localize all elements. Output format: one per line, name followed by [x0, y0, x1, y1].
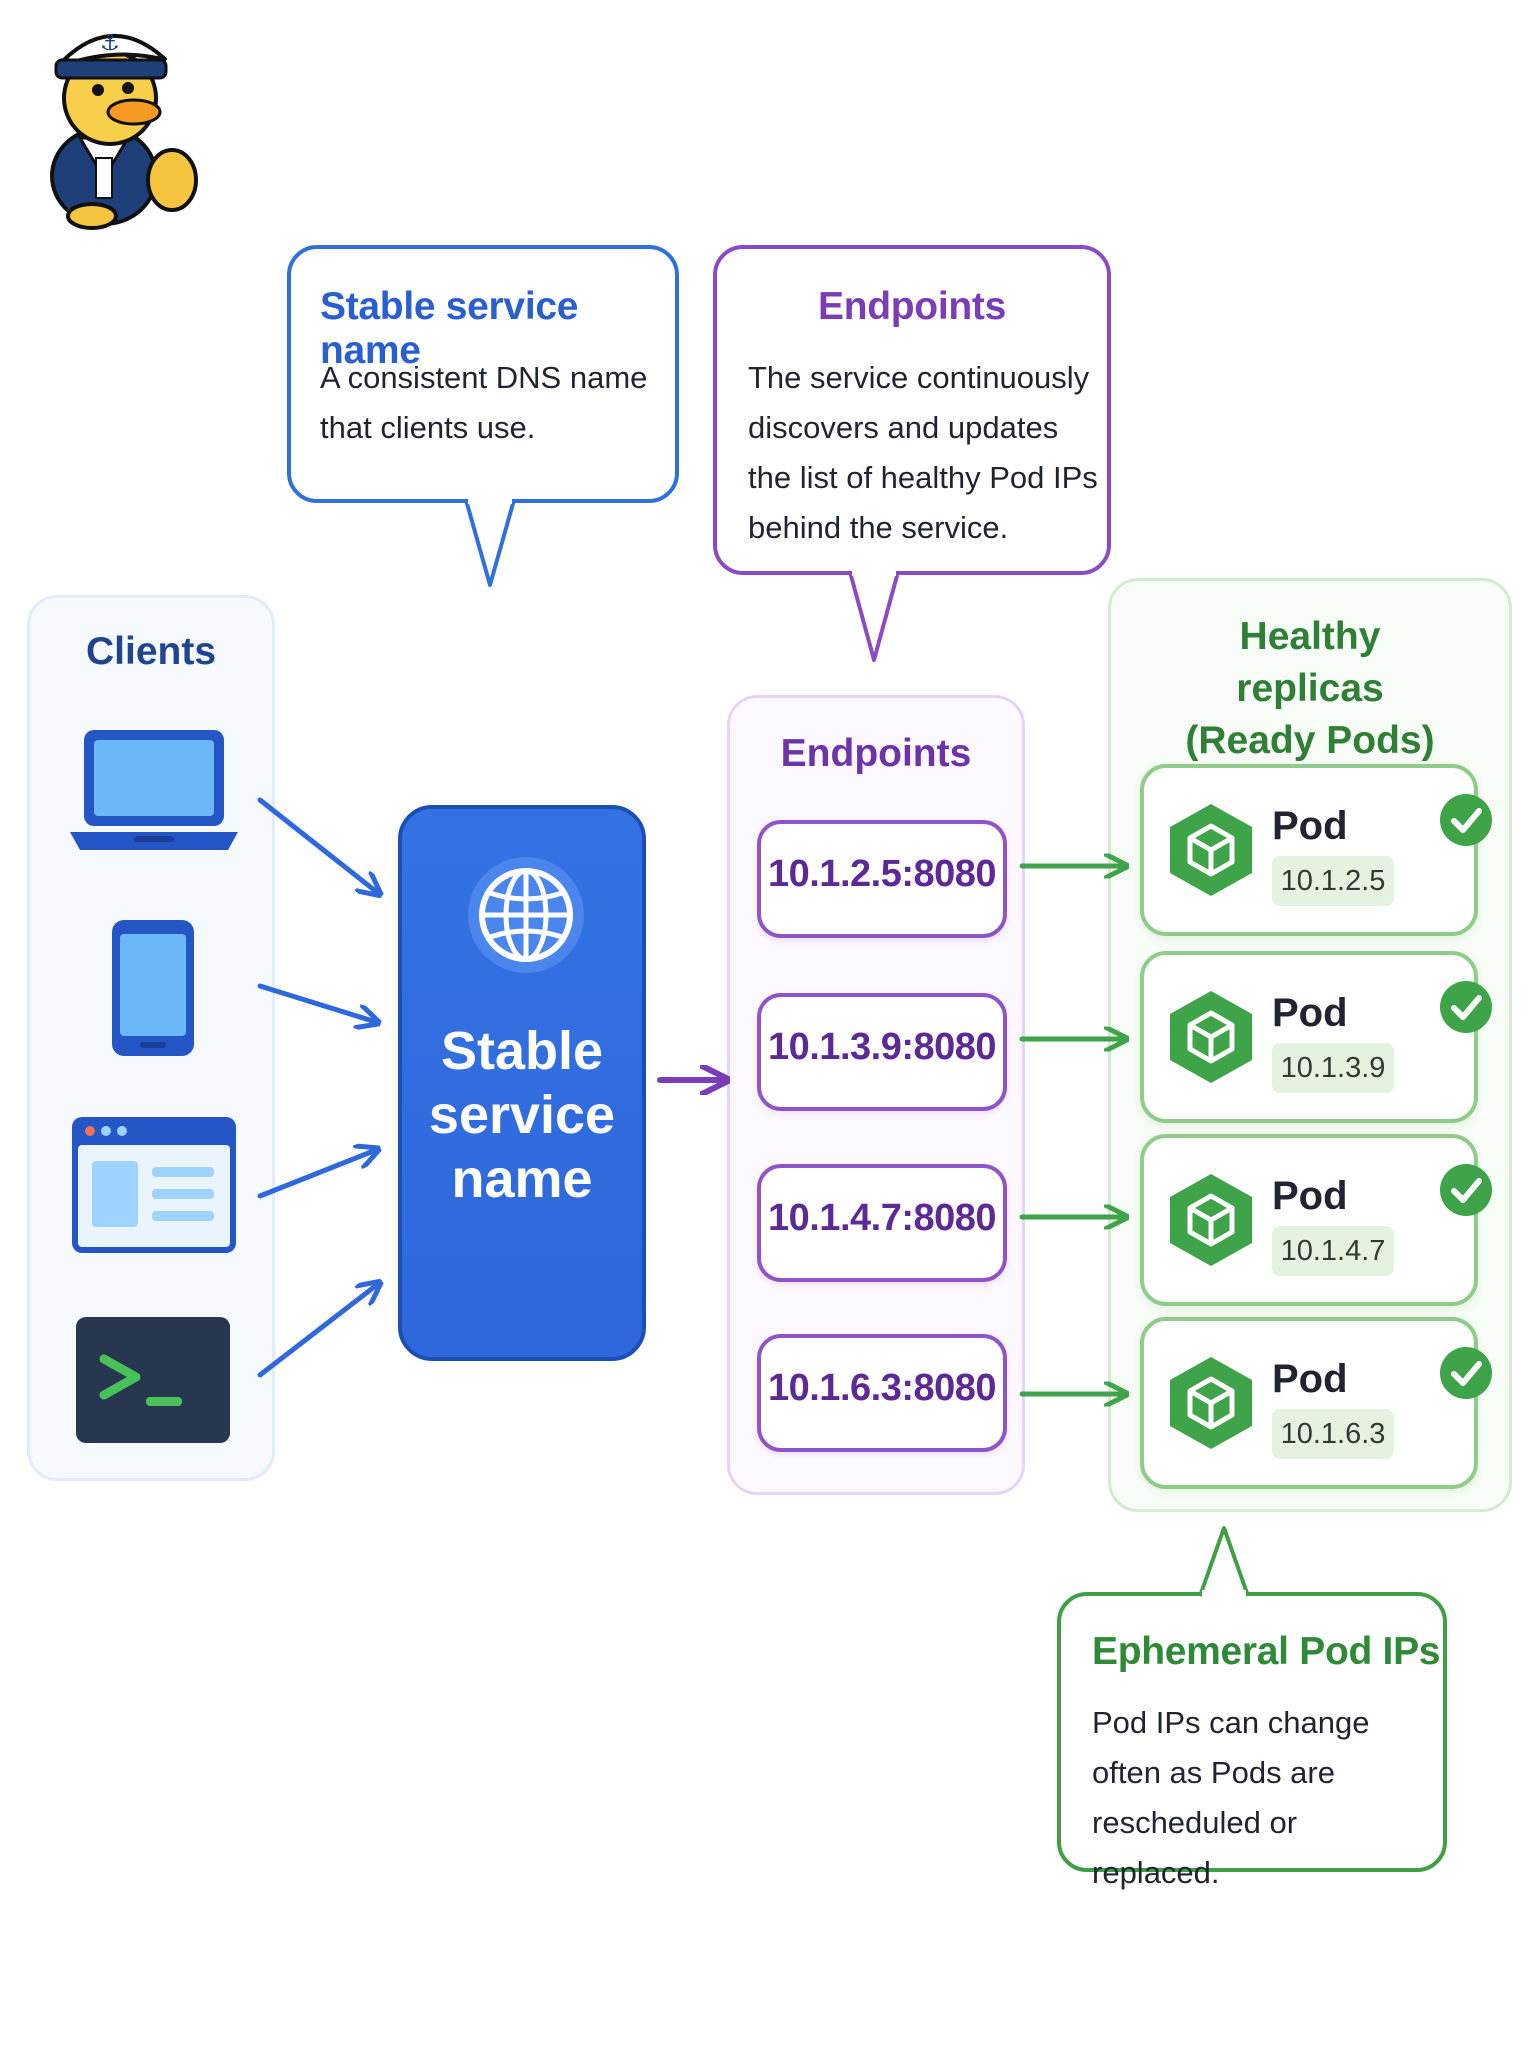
svg-text:⚓: ⚓	[100, 31, 120, 56]
client-arrow	[257, 983, 376, 1022]
endpoint-chip: 10.1.2.5:8080	[757, 820, 1007, 938]
stable-service-box: Stable service name	[398, 805, 646, 1361]
ready-check-icon	[1438, 792, 1494, 853]
endpoints-title: Endpoints	[780, 732, 972, 775]
ready-check-icon	[1438, 979, 1494, 1040]
endpoint-chip: 10.1.3.9:8080	[757, 993, 1007, 1111]
ready-check-icon	[1438, 1162, 1494, 1223]
duck-mascot-logo: ⚓	[22, 8, 202, 236]
pod-ip: 10.1.2.5	[1272, 856, 1394, 906]
pod-cube-icon	[1166, 802, 1256, 903]
globe-icon	[466, 855, 586, 980]
replicas-title: Healthy replicas (Ready Pods)	[1185, 615, 1435, 762]
callout-ephemeral-pod-ips: Ephemeral Pod IPs Pod IPs can change oft…	[1057, 1592, 1447, 1890]
ready-check-icon	[1438, 1345, 1494, 1406]
pod-name: Pod	[1272, 804, 1348, 848]
pod-ip: 10.1.6.3	[1272, 1409, 1394, 1459]
pod-card: Pod 10.1.2.5	[1140, 764, 1492, 936]
client-arrow	[257, 1284, 378, 1378]
pod-card: Pod 10.1.3.9	[1140, 951, 1492, 1123]
callout-text: A consistent DNS name that clients use.	[320, 360, 648, 445]
clients-title: Clients	[85, 630, 217, 673]
pod-card: Pod 10.1.6.3	[1140, 1317, 1492, 1489]
pod-card: Pod 10.1.4.7	[1140, 1134, 1492, 1306]
service-label: Stable service name	[428, 1021, 616, 1209]
clients-panel: Clients	[27, 595, 275, 1481]
callout-title: Ephemeral Pod IPs	[1092, 1630, 1441, 1673]
endpoint-address: 10.1.2.5:8080	[767, 853, 997, 895]
client-arrow	[257, 1150, 376, 1199]
callout-title: Endpoints	[818, 285, 1006, 328]
healthy-replicas-panel: Healthy replicas (Ready Pods) Pod 10.1.2…	[1108, 578, 1512, 1512]
pod-cube-icon	[1166, 989, 1256, 1090]
callout-tail	[464, 499, 516, 587]
pod-ip: 10.1.3.9	[1272, 1043, 1394, 1093]
endpoint-chip: 10.1.6.3:8080	[757, 1334, 1007, 1452]
endpoint-address: 10.1.3.9:8080	[767, 1026, 997, 1068]
callout-title: Stable service name	[320, 285, 579, 372]
callout-text: Pod IPs can change often as Pods are res…	[1092, 1705, 1370, 1890]
callout-tail	[848, 571, 900, 662]
callout-stable-service-name: Stable service name A consistent DNS nam…	[287, 245, 679, 503]
pod-name: Pod	[1272, 1357, 1348, 1401]
phone-icon	[110, 918, 196, 1063]
endpoints-panel: Endpoints 10.1.2.5:8080 10.1.3.9:8080 10…	[727, 695, 1025, 1495]
laptop-icon	[68, 726, 240, 859]
endpoint-address: 10.1.6.3:8080	[767, 1367, 997, 1409]
pod-name: Pod	[1272, 1174, 1348, 1218]
callout-tail	[1198, 1526, 1250, 1597]
endpoint-address: 10.1.4.7:8080	[767, 1197, 997, 1239]
endpoint-chip: 10.1.4.7:8080	[757, 1164, 1007, 1282]
pod-cube-icon	[1166, 1355, 1256, 1456]
callout-text: The service continuously discovers and u…	[748, 360, 1098, 545]
callout-endpoints: Endpoints The service continuously disco…	[713, 245, 1111, 575]
browser-icon	[70, 1115, 238, 1260]
pod-ip: 10.1.4.7	[1272, 1226, 1394, 1276]
pod-cube-icon	[1166, 1172, 1256, 1273]
client-arrow	[257, 797, 378, 893]
terminal-icon	[74, 1315, 232, 1450]
pod-name: Pod	[1272, 991, 1348, 1035]
